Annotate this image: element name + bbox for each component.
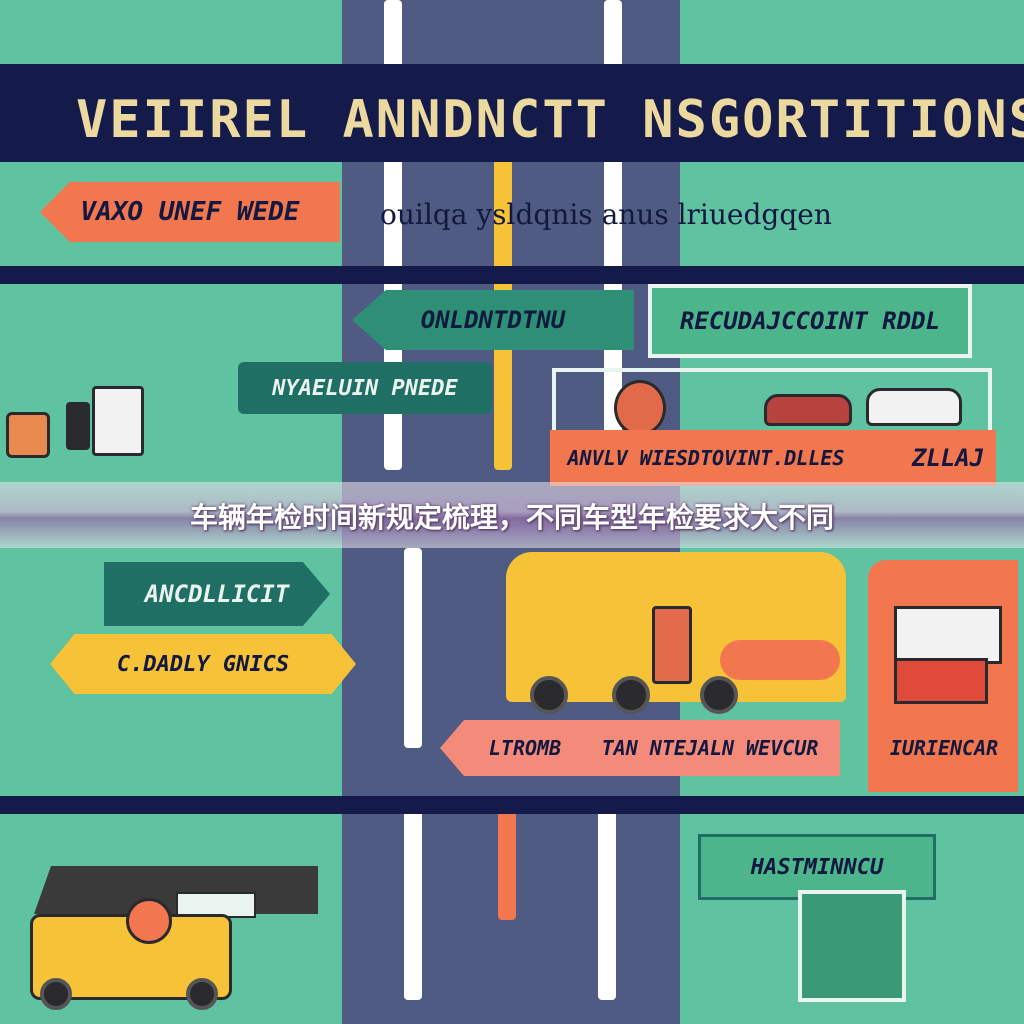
decor-line bbox=[552, 368, 992, 372]
lane-marking-lower-orange bbox=[498, 800, 516, 920]
lane-marking-lower-left bbox=[404, 548, 422, 748]
machine-icon bbox=[92, 386, 144, 456]
pink-banner bbox=[440, 720, 840, 776]
wheel-icon bbox=[530, 676, 568, 714]
poster-subtitle: ouilqa ysldqnis anus lriuedgqen bbox=[380, 198, 832, 231]
divider-band-1 bbox=[0, 266, 1024, 284]
truck-tank-icon bbox=[720, 640, 840, 680]
lane-marking-bottom-left bbox=[404, 810, 422, 1000]
decor-line bbox=[988, 368, 992, 432]
orange-wide-right-label: ZLLAJ bbox=[911, 444, 985, 472]
caption-text: 车辆年检时间新规定梳理，不同车型年检要求大不同 bbox=[189, 501, 834, 534]
document-icon bbox=[894, 606, 1002, 664]
wheel-icon bbox=[700, 676, 738, 714]
pink-road-label: LTROMB bbox=[488, 736, 562, 760]
wheel-icon bbox=[612, 676, 650, 714]
machine-icon bbox=[6, 412, 50, 458]
green-board-label: RECUDAJCCOINT RDDL bbox=[648, 284, 972, 358]
screen-frame-icon bbox=[798, 890, 906, 1002]
truck-cargo-icon bbox=[652, 606, 692, 684]
teal-sign-label: NYAELUIN PNEDE bbox=[238, 362, 492, 414]
yellow-arrow-label: C.DADLY GNICS bbox=[50, 634, 356, 694]
pink-wide-label: TAN NTEJALN WEVCUR bbox=[601, 736, 819, 760]
divider-band-2 bbox=[0, 796, 1024, 814]
decor-line bbox=[552, 368, 556, 432]
lane-marking-lower-right bbox=[598, 810, 616, 1000]
green-arrow-label: ANCDLLICIT bbox=[104, 562, 330, 626]
machine-icon bbox=[66, 402, 90, 450]
orange-arrow-label: VAXO UNEF WEDE bbox=[40, 182, 340, 242]
caption-bar bbox=[0, 482, 1024, 548]
inspection-icon bbox=[614, 380, 666, 436]
worker-icon bbox=[126, 898, 172, 944]
red-car-icon bbox=[764, 394, 852, 426]
green-bottom-label: HASTMINNCU bbox=[698, 834, 936, 900]
wheel-icon bbox=[40, 978, 72, 1010]
orange-wide-banner bbox=[550, 430, 996, 486]
title-band bbox=[0, 64, 1024, 162]
poster-title: VEIIREL ANNDNCTT NSGORTITIONS bbox=[76, 90, 1024, 150]
document-icon bbox=[894, 658, 988, 704]
orange-wide-label: ANVLV WIESDTOVINT.DLLES bbox=[567, 446, 845, 470]
green-banner-label: ONLDNTDTNU bbox=[352, 290, 634, 350]
white-car-icon bbox=[866, 388, 962, 426]
orange-right-label: IURIENCAR bbox=[889, 736, 999, 760]
wheel-icon bbox=[186, 978, 218, 1010]
